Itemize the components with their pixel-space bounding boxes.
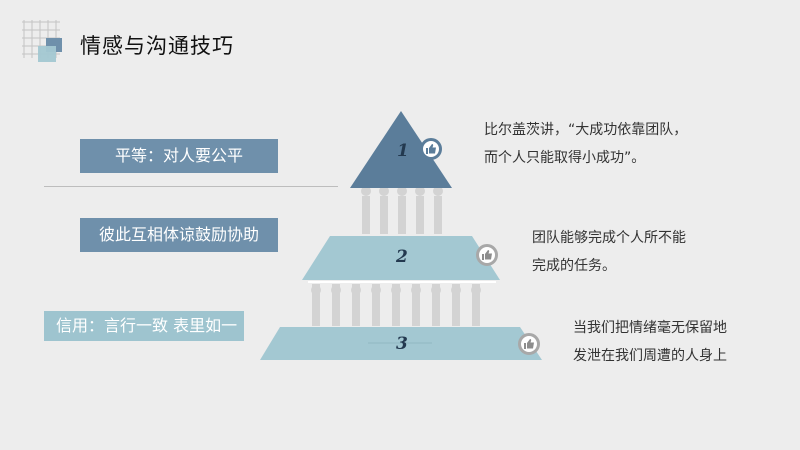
desc-line: 当我们把情绪毫无保留地	[573, 320, 727, 336]
tier-2-description: 团队能够完成个人所不能 完成的任务。	[532, 224, 686, 280]
label-mutual-support: 彼此互相体谅鼓励协助	[80, 218, 278, 252]
desc-line: 发泄在我们周遭的人身上	[573, 348, 727, 364]
figures-background	[311, 186, 481, 326]
desc-line: 而个人只能取得小成功”。	[484, 150, 646, 166]
desc-line: 完成的任务。	[532, 258, 616, 274]
tier-1-triangle	[350, 111, 452, 188]
desc-line: 团队能够完成个人所不能	[532, 230, 686, 246]
thumbs-up-icon	[476, 244, 498, 266]
tier-2-number: 2	[396, 247, 408, 267]
tier-2-trapezoid	[302, 236, 500, 280]
tier-3-description: 当我们把情绪毫无保留地 发泄在我们周遭的人身上	[573, 314, 727, 370]
tier-1-number: 1	[397, 141, 409, 161]
divider-line	[44, 186, 338, 187]
tier-1-description: 比尔盖茨讲，“大成功依靠团队， 而个人只能取得小成功”。	[484, 116, 687, 172]
thumbs-up-icon	[420, 138, 442, 160]
desc-line: 比尔盖茨讲，“大成功依靠团队，	[484, 122, 688, 138]
thumbs-up-icon	[518, 333, 540, 355]
label-credibility: 信用：言行一致 表里如一	[44, 311, 244, 341]
label-equality: 平等：对人要公平	[80, 139, 278, 173]
grid-logo-icon	[22, 20, 62, 62]
page-title: 情感与沟通技巧	[80, 34, 234, 58]
tier-3-number: 3	[396, 334, 408, 354]
